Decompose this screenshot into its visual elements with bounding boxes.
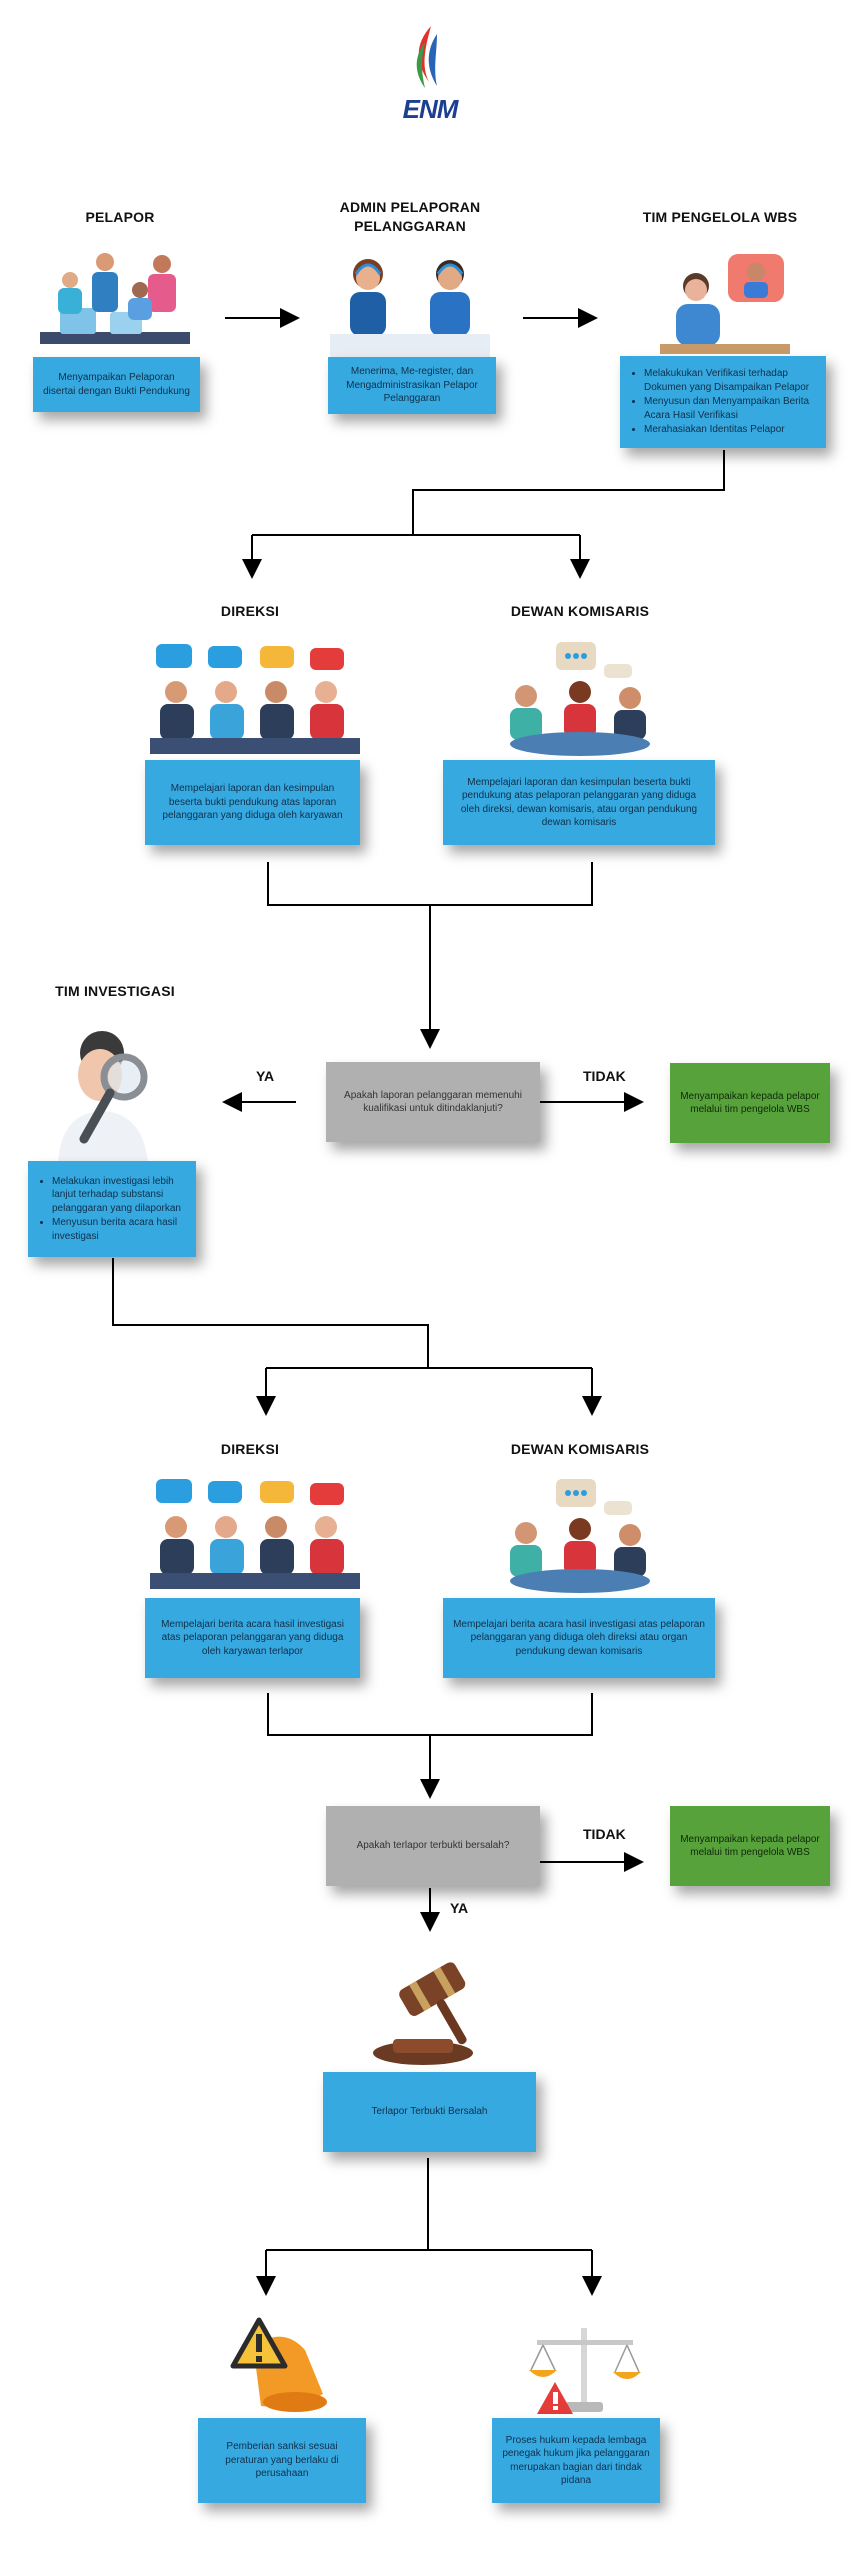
discussion-table-icon (510, 1479, 650, 1593)
investigasi-list: Melakukan investigasi lebih lanjut terha… (38, 1174, 186, 1245)
decision1-no-text: Menyampaikan kepada pelapor melalui tim … (680, 1090, 820, 1116)
video-call-icon (660, 254, 790, 354)
wbs-box: Melakukukan Verifikasi terhadap Dokumen … (620, 356, 826, 448)
pelapor-illustration (40, 250, 190, 360)
sanksi-text: Pemberian sanksi sesuai peraturan yang b… (225, 2441, 339, 2480)
investigasi-item: Menyusun berita acara hasil investigasi (52, 1216, 186, 1243)
decision2-no-text: Menyampaikan kepada pelapor melalui tim … (680, 1833, 820, 1859)
board-meeting-icon (150, 644, 360, 754)
board-meeting-icon (150, 1479, 360, 1589)
komisaris-box: Mempelajari laporan dan kesimpulan beser… (443, 760, 715, 845)
direksi-box: Mempelajari laporan dan kesimpulan beser… (145, 760, 360, 845)
gavel-icon (373, 1962, 473, 2065)
komisaris-title: DEWAN KOMISARIS (510, 603, 650, 619)
magnifier-investigator-icon (58, 1031, 148, 1165)
customer-service-icon (330, 259, 490, 358)
decision1-no-label: TIDAK (583, 1068, 626, 1084)
komisaris2-text: Mempelajari berita acara hasil investiga… (453, 1618, 705, 1657)
decision1-question: Apakah laporan pelanggaran memenuhi kual… (344, 1089, 522, 1115)
enm-logo: ENM (385, 22, 475, 132)
flame-logo-icon (416, 26, 437, 88)
direksi2-text: Mempelajari berita acara hasil investiga… (161, 1618, 344, 1657)
wbs-list: Melakukukan Verifikasi terhadap Dokumen … (630, 366, 816, 438)
direksi-title: DIREKSI (220, 603, 280, 619)
komisaris-text: Mempelajari laporan dan kesimpulan beser… (460, 776, 698, 829)
hukum-illustration (515, 2310, 655, 2420)
sanksi-illustration (225, 2310, 335, 2420)
pelapor-title: PELAPOR (85, 209, 155, 225)
decision2-no-label: TIDAK (583, 1826, 626, 1842)
investigasi-illustration (40, 1025, 180, 1165)
decision1-no-box: Menyampaikan kepada pelapor melalui tim … (670, 1063, 830, 1143)
logo-text: ENM (402, 94, 459, 124)
wbs-illustration (660, 252, 790, 357)
discussion-table-icon (510, 642, 650, 756)
decision2-yes-label: YA (450, 1900, 469, 1916)
wbs-item: Melakukukan Verifikasi terhadap Dokumen … (644, 367, 816, 394)
guilty-box: Terlapor Terbukti Bersalah (323, 2072, 536, 2152)
pelapor-box: Menyampaikan Pelaporan disertai dengan B… (33, 357, 200, 412)
hukum-box: Proses hukum kepada lembaga penegak huku… (492, 2418, 660, 2503)
guilty-text: Terlapor Terbukti Bersalah (371, 2106, 488, 2118)
wbs-item: Menyusun dan Menyampaikan Berita Acara H… (644, 395, 816, 422)
sanksi-box: Pemberian sanksi sesuai peraturan yang b… (198, 2418, 366, 2503)
admin-title: ADMIN PELAPORAN PELANGGARAN (339, 199, 481, 234)
decision1-box: Apakah laporan pelanggaran memenuhi kual… (326, 1062, 540, 1142)
komisaris2-illustration (500, 1477, 660, 1597)
direksi-text: Mempelajari laporan dan kesimpulan beser… (162, 783, 343, 822)
admin-illustration (330, 252, 490, 362)
office-workers-icon (40, 253, 190, 344)
hukum-text: Proses hukum kepada lembaga penegak huku… (502, 2434, 650, 2487)
komisaris2-box: Mempelajari berita acara hasil investiga… (443, 1598, 715, 1678)
gavel-illustration (365, 1945, 495, 2070)
wbs-item: Merahasiakan Identitas Pelapor (644, 423, 816, 437)
wbs-title: TIM PENGELOLA WBS (642, 209, 798, 225)
investigasi-title: TIM INVESTIGASI (55, 983, 175, 999)
komisaris-illustration (500, 640, 660, 760)
decision1-yes-label: YA (256, 1068, 275, 1084)
direksi-illustration (150, 640, 360, 760)
investigasi-box: Melakukan investigasi lebih lanjut terha… (28, 1161, 196, 1257)
decision2-box: Apakah terlapor terbukti bersalah? (326, 1806, 540, 1886)
direksi2-illustration (150, 1475, 360, 1595)
komisaris2-title: DEWAN KOMISARIS (510, 1441, 650, 1457)
direksi2-title: DIREKSI (220, 1441, 280, 1457)
direksi2-box: Mempelajari berita acara hasil investiga… (145, 1598, 360, 1678)
decision2-no-box: Menyampaikan kepada pelapor melalui tim … (670, 1806, 830, 1886)
investigasi-item: Melakukan investigasi lebih lanjut terha… (52, 1175, 186, 1216)
admin-box: Menerima, Me-register, dan Mengadministr… (328, 357, 496, 414)
scale-justice-icon (529, 2328, 641, 2414)
pelapor-text: Menyampaikan Pelaporan disertai dengan B… (43, 372, 190, 397)
decision2-question: Apakah terlapor terbukti bersalah? (356, 1840, 510, 1852)
warning-bell-icon (230, 2317, 327, 2412)
admin-text: Menerima, Me-register, dan Mengadministr… (346, 366, 478, 405)
